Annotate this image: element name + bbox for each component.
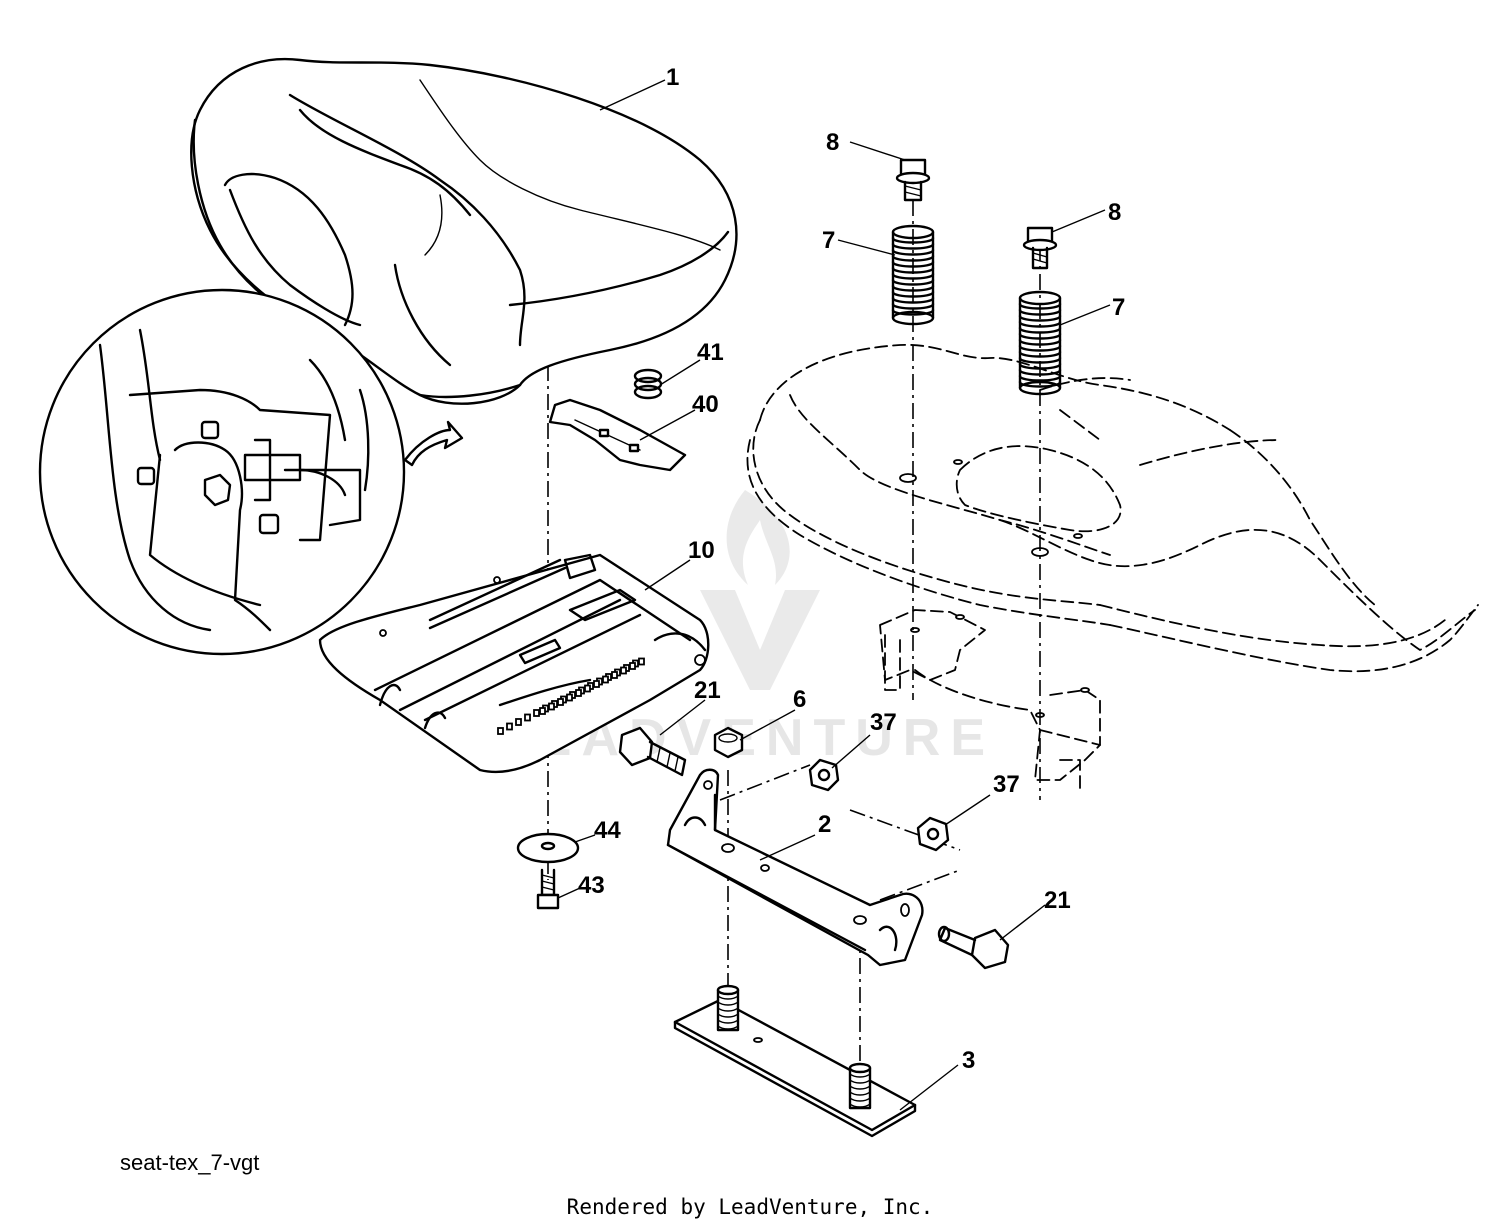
part-37-nut-lower[interactable] [916, 816, 950, 852]
callout-7-right[interactable]: 7 [1112, 294, 1125, 321]
part-1-seat[interactable] [190, 57, 738, 405]
callout-leader-lines [557, 79, 1111, 1111]
frame-mounting-holes [899, 459, 1090, 718]
callout-43[interactable]: 43 [578, 872, 605, 899]
part-44-washer[interactable] [516, 832, 580, 864]
callout-40[interactable]: 40 [692, 391, 719, 418]
callout-10[interactable]: 10 [688, 537, 715, 564]
callout-8-right[interactable]: 8 [1108, 199, 1121, 226]
part-37-nut-upper[interactable] [808, 758, 840, 792]
part-3-mounting-plate[interactable] [673, 984, 917, 1138]
callout-37-upper[interactable]: 37 [870, 709, 897, 736]
callout-labels: 1 8 8 7 7 41 40 10 21 6 37 37 2 44 43 21… [578, 64, 1125, 1074]
callout-21-upper[interactable]: 21 [694, 677, 721, 704]
callout-1[interactable]: 1 [666, 64, 679, 91]
part-21-shoulder-bolt-upper[interactable] [618, 726, 687, 777]
part-43-screw[interactable] [536, 868, 560, 910]
part-7-spring-right[interactable] [1018, 290, 1062, 396]
callout-2[interactable]: 2 [818, 811, 831, 838]
part-21-shoulder-bolt-lower[interactable] [937, 925, 1010, 970]
part-8-bolt-right[interactable] [1022, 226, 1058, 270]
part-8-bolt-left[interactable] [895, 158, 931, 202]
part-41-spring[interactable] [633, 368, 663, 400]
callout-41[interactable]: 41 [697, 339, 724, 366]
rendered-by-footer: Rendered by LeadVenture, Inc. [566, 1195, 934, 1219]
callout-37-lower[interactable]: 37 [993, 771, 1020, 798]
callout-3[interactable]: 3 [962, 1047, 975, 1074]
callout-8-left[interactable]: 8 [826, 129, 839, 156]
callout-21-lower[interactable]: 21 [1044, 887, 1071, 914]
part-7-spring-left[interactable] [891, 224, 935, 326]
seat-latch-detail-view [38, 288, 464, 656]
diagram-code-label: seat-tex_7-vgt [120, 1150, 260, 1175]
part-40-seat-latch[interactable] [548, 398, 687, 472]
part-10-seat-pan[interactable] [318, 553, 710, 774]
part-2-seat-bracket[interactable] [666, 768, 924, 967]
callout-7-left[interactable]: 7 [822, 227, 835, 254]
callout-44[interactable]: 44 [594, 817, 621, 844]
callout-6[interactable]: 6 [793, 686, 806, 713]
tractor-frame-outline [746, 344, 1479, 791]
part-6-nut[interactable] [713, 726, 744, 759]
